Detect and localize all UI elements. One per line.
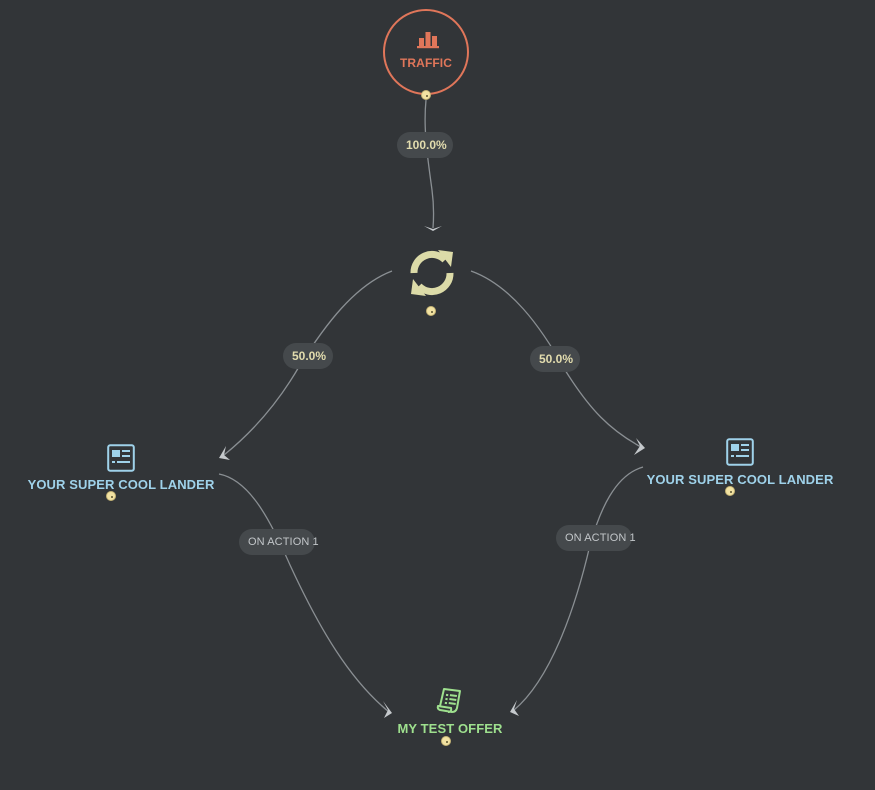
lander-right-label[interactable]: YOUR SUPER COOL LANDER bbox=[646, 472, 834, 487]
edge-label-rotator-lander-right[interactable]: 50.0% bbox=[530, 346, 580, 372]
refresh-rotator-icon[interactable] bbox=[405, 246, 459, 300]
edge-lander-right-to-offer[interactable] bbox=[513, 466, 644, 711]
offer-output-port[interactable] bbox=[441, 736, 451, 746]
landing-page-icon[interactable] bbox=[726, 438, 754, 466]
offer-document-icon[interactable] bbox=[435, 686, 465, 716]
lander-right-output-port[interactable] bbox=[725, 486, 735, 496]
edge-label-traffic-rotator[interactable]: 100.0% bbox=[397, 132, 453, 158]
traffic-output-port[interactable] bbox=[421, 90, 431, 100]
lander-left-output-port[interactable] bbox=[106, 491, 116, 501]
lander-left-label[interactable]: YOUR SUPER COOL LANDER bbox=[27, 477, 215, 492]
arrowhead-offer-left bbox=[383, 701, 392, 718]
edge-traffic-to-rotator[interactable] bbox=[424, 99, 435, 229]
edge-label-lander-left-offer[interactable]: ON ACTION 1 bbox=[239, 529, 319, 555]
landing-page-icon[interactable] bbox=[107, 444, 135, 472]
traffic-node[interactable]: TRAFFIC bbox=[383, 9, 469, 95]
arrowhead-offer-right bbox=[510, 700, 519, 716]
rotator-output-port[interactable] bbox=[426, 306, 436, 316]
traffic-label: TRAFFIC bbox=[399, 56, 453, 70]
arrowhead-lander-right bbox=[634, 438, 645, 455]
edge-label-rotator-lander-left[interactable]: 50.0% bbox=[283, 343, 333, 369]
arrowhead-rotator bbox=[424, 226, 442, 231]
bar-chart-icon bbox=[417, 32, 439, 49]
offer-label[interactable]: MY TEST OFFER bbox=[397, 721, 503, 736]
edge-lander-left-to-offer[interactable] bbox=[218, 473, 390, 713]
arrowhead-lander-left bbox=[219, 446, 230, 460]
edge-label-lander-right-offer[interactable]: ON ACTION 1 bbox=[556, 525, 636, 551]
